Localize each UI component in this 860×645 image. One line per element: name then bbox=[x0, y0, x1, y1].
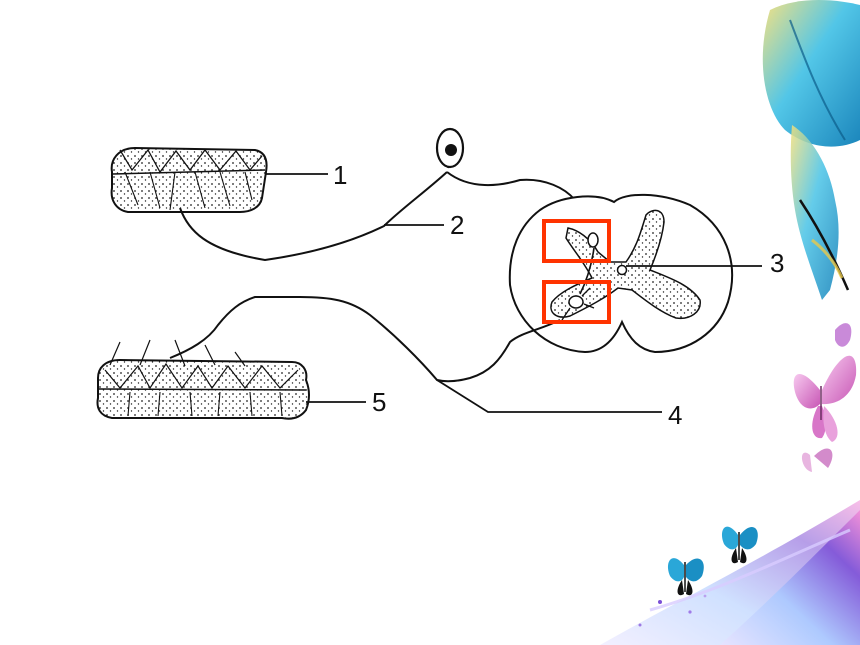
labels: 1 2 3 4 5 bbox=[266, 160, 784, 430]
label-1: 1 bbox=[333, 160, 347, 190]
swoosh-decoration bbox=[600, 500, 860, 645]
central-canal bbox=[616, 264, 628, 276]
label-4: 4 bbox=[668, 400, 682, 430]
spinal-cord-section bbox=[508, 193, 734, 354]
motor-neuron-body bbox=[568, 295, 584, 309]
motor-neuron bbox=[169, 296, 561, 383]
sensory-neuron bbox=[179, 127, 595, 262]
highlight-box-bottom bbox=[542, 280, 611, 324]
interneuron bbox=[587, 232, 599, 248]
butterfly-icon-blue-2 bbox=[667, 558, 704, 596]
effector-muscle bbox=[96, 339, 310, 420]
butterfly-icon-blue-1 bbox=[721, 526, 758, 564]
label-5: 5 bbox=[372, 387, 386, 417]
label-2: 2 bbox=[450, 210, 464, 240]
butterfly-icon-small bbox=[835, 323, 852, 347]
highlight-box-top bbox=[542, 219, 611, 263]
label-3: 3 bbox=[770, 248, 784, 278]
butterfly-icon bbox=[793, 355, 857, 472]
receptor-skin bbox=[110, 146, 268, 213]
feather-icon bbox=[762, 0, 860, 300]
